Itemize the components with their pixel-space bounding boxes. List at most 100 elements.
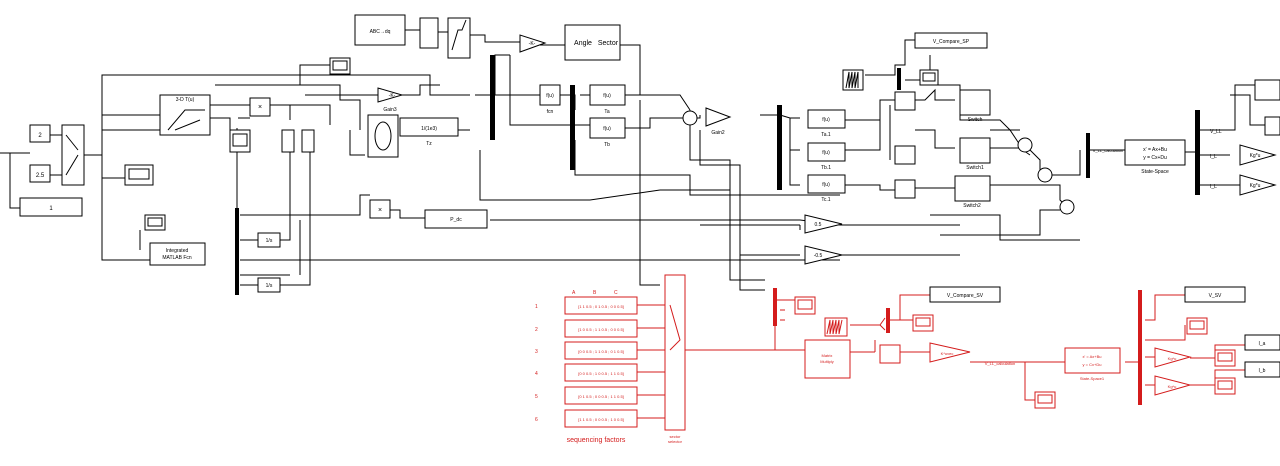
- i-l2-label: I_L: [1210, 184, 1217, 190]
- demux-b: [301, 129, 315, 153]
- ta1-block: [807, 109, 846, 129]
- demux-a: [281, 129, 295, 153]
- black-blocks: [19, 14, 1280, 295]
- ta1-fu: f(u): [822, 117, 830, 123]
- kv-vec-label: K*uvec: [941, 351, 954, 356]
- kg-2-label: Kg*u: [1250, 183, 1261, 189]
- mux-bus-2: [570, 85, 575, 170]
- ss2-eq1: x' = Ax+Bu: [1083, 354, 1102, 359]
- red-kg-2-label: Kg*u: [1168, 384, 1177, 389]
- i-b-label: I_b: [1259, 368, 1266, 374]
- ss1-eq2: y = Cx+Du: [1143, 155, 1167, 161]
- fcn-block: [539, 84, 561, 106]
- kv-vec-gain: [929, 342, 971, 363]
- i-a-goto: [1244, 334, 1280, 351]
- mux-bus-6: [1195, 110, 1200, 195]
- relational-3: [894, 179, 916, 199]
- v-compare-sp-label: V_Compare_SP: [933, 39, 970, 45]
- row-num-6: 6: [535, 417, 538, 423]
- switch1-block: [959, 137, 991, 164]
- p-dc-label: P_dc: [450, 217, 462, 223]
- state-space-label: State-Space: [1141, 169, 1169, 175]
- col-b-label: B: [593, 290, 597, 296]
- ta-block: [589, 84, 626, 106]
- switch1-label: Switch1: [966, 165, 984, 171]
- matlab-fcn-block: [149, 242, 206, 266]
- seq-row-5-text: [0 1 0.5 ; 0 0 0.5 ; 1 1 0.5]: [578, 394, 624, 399]
- abc-dq-label: ABC→dq: [370, 29, 391, 35]
- gain-kg-1: [1239, 144, 1277, 166]
- abc-dq-block: [354, 14, 406, 46]
- v-compare-sv-label: V_Compare_SV: [947, 293, 984, 299]
- angle-sector-block: [564, 24, 621, 61]
- i-b-goto: [1244, 361, 1280, 378]
- sector-selector-line1: sector: [670, 434, 682, 439]
- red-mux-3: [1138, 290, 1142, 405]
- switch-label: Switch: [968, 117, 983, 123]
- tb1-label: Tb.1: [821, 165, 831, 171]
- tc1-label: Tc.1: [821, 197, 830, 203]
- matrix-line1: Matrix: [822, 353, 833, 358]
- matrix-multiply-block: [804, 339, 851, 379]
- red-kg-1-label: Kg*u: [1168, 356, 1177, 361]
- seq-row-6: [564, 409, 638, 428]
- gain3-label: Gain3: [383, 107, 397, 113]
- row-num-4: 4: [535, 371, 538, 377]
- seq-row-4: [564, 363, 638, 382]
- goto-right-1: [1254, 79, 1280, 101]
- matrix-line2: Multiply: [820, 359, 834, 364]
- product-2-label: ×: [378, 207, 382, 214]
- constant-2-block: [29, 124, 51, 143]
- tc1-block: [807, 174, 846, 194]
- gain2-label: Gain2: [711, 130, 725, 136]
- constant-1-block: [19, 197, 83, 217]
- gain-05-label: 0.5: [815, 222, 822, 228]
- row-num-5: 5: [535, 394, 538, 400]
- lookup-label: 3-D T(u): [176, 97, 195, 103]
- sector-selector: [664, 274, 686, 431]
- red-blocks: [564, 274, 1280, 431]
- red-labels: A B C 1 2 3 4 5 6 [1 1 0.5 ; 0 1 0.5 ; 0…: [535, 290, 1266, 444]
- const-1-label: 1: [49, 206, 53, 212]
- mux-bus-4: [897, 68, 901, 90]
- gain3-triangle: [377, 87, 404, 103]
- gain2-triangle: [705, 107, 732, 127]
- product-block-1: [249, 97, 271, 117]
- kg-1-label: Kg*u: [1250, 153, 1261, 159]
- seq-row-2-text: [1 0 0.5 ; 1 1 0.5 ; 0 0 0.5]: [578, 327, 624, 332]
- state-space-block: [1124, 139, 1186, 166]
- state-space1-label: State-Space1: [1080, 376, 1105, 381]
- matlab-fcn-line2: MATLAB Fcn: [162, 255, 192, 261]
- seq-row-1-text: [1 1 0.5 ; 0 1 0.5 ; 0 0 0.5]: [578, 304, 624, 309]
- selector-switch-left: [61, 124, 85, 186]
- ta1-label: Ta.1: [821, 132, 831, 138]
- constant-2.5-block: [29, 164, 51, 183]
- tb1-block: [807, 142, 846, 162]
- tb-fu-label: f(u): [603, 126, 611, 132]
- sector-label: Sector: [598, 40, 619, 47]
- integrator-2: [257, 277, 281, 293]
- const-2-label: 2: [38, 133, 42, 139]
- matlab-fcn-line1: Integrated: [166, 248, 189, 254]
- xy-graph: [367, 114, 399, 158]
- mux-bus-5: [1086, 133, 1090, 178]
- red-relational: [879, 344, 901, 364]
- tz-expr-block: [399, 117, 459, 137]
- p-dc-goto: [424, 209, 488, 229]
- ta-label: Ta: [604, 109, 610, 115]
- seq-row-4-text: [0 0 0.5 ; 1 0 0.5 ; 1 1 0.5]: [578, 371, 624, 376]
- mux-bus-1: [490, 55, 495, 140]
- seq-row-3-text: [0 0 0.5 ; 1 1 0.5 ; 0 1 0.5]: [578, 349, 624, 354]
- tz-label: Tz: [426, 141, 432, 147]
- mux-bus-7: [235, 208, 239, 295]
- seq-row-1: [564, 296, 638, 315]
- sum-block: [682, 110, 698, 126]
- ta-fu-label: f(u): [603, 93, 611, 99]
- red-gain-kg-2: [1154, 375, 1192, 396]
- switch2-block: [954, 175, 991, 202]
- sum-2: [1017, 137, 1033, 153]
- tz-expr-label: 1/(1e3): [421, 126, 437, 132]
- xy-block: [419, 17, 439, 49]
- mux-bus-3: [777, 105, 782, 190]
- scope-right-1: [1264, 116, 1280, 136]
